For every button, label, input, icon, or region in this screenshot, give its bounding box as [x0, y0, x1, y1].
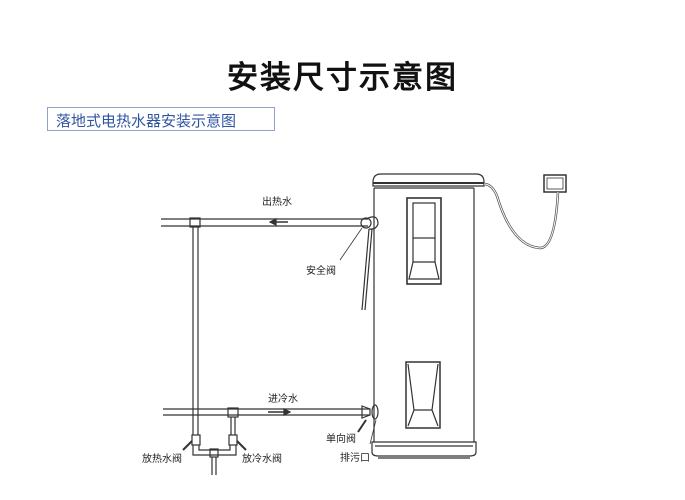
subtitle: 落地式电热水器安装示意图 [56, 112, 237, 130]
label-drain-outlet: 排污口 [340, 453, 370, 464]
cold-water-pipe [163, 407, 370, 435]
subtitle-box: 落地式电热水器安装示意图 [47, 107, 275, 131]
page-title: 安装尺寸示意图 [227, 60, 458, 96]
check-valve [357, 404, 379, 445]
label-hot-drain-valve: 放热水阀 [142, 454, 182, 465]
water-heater-tank [371, 173, 485, 459]
label-safety-valve: 安全阀 [306, 266, 336, 277]
label-cold-water-in: 进冷水 [268, 394, 298, 405]
label-hot-water-out: 出热水 [262, 197, 292, 208]
label-check-valve: 单向阀 [326, 434, 356, 445]
wall-controller [483, 174, 567, 250]
safety-valve [339, 216, 379, 311]
drain-valves [182, 434, 247, 475]
label-cold-drain-valve: 放冷水阀 [242, 454, 282, 465]
hot-water-pipe [161, 217, 368, 435]
